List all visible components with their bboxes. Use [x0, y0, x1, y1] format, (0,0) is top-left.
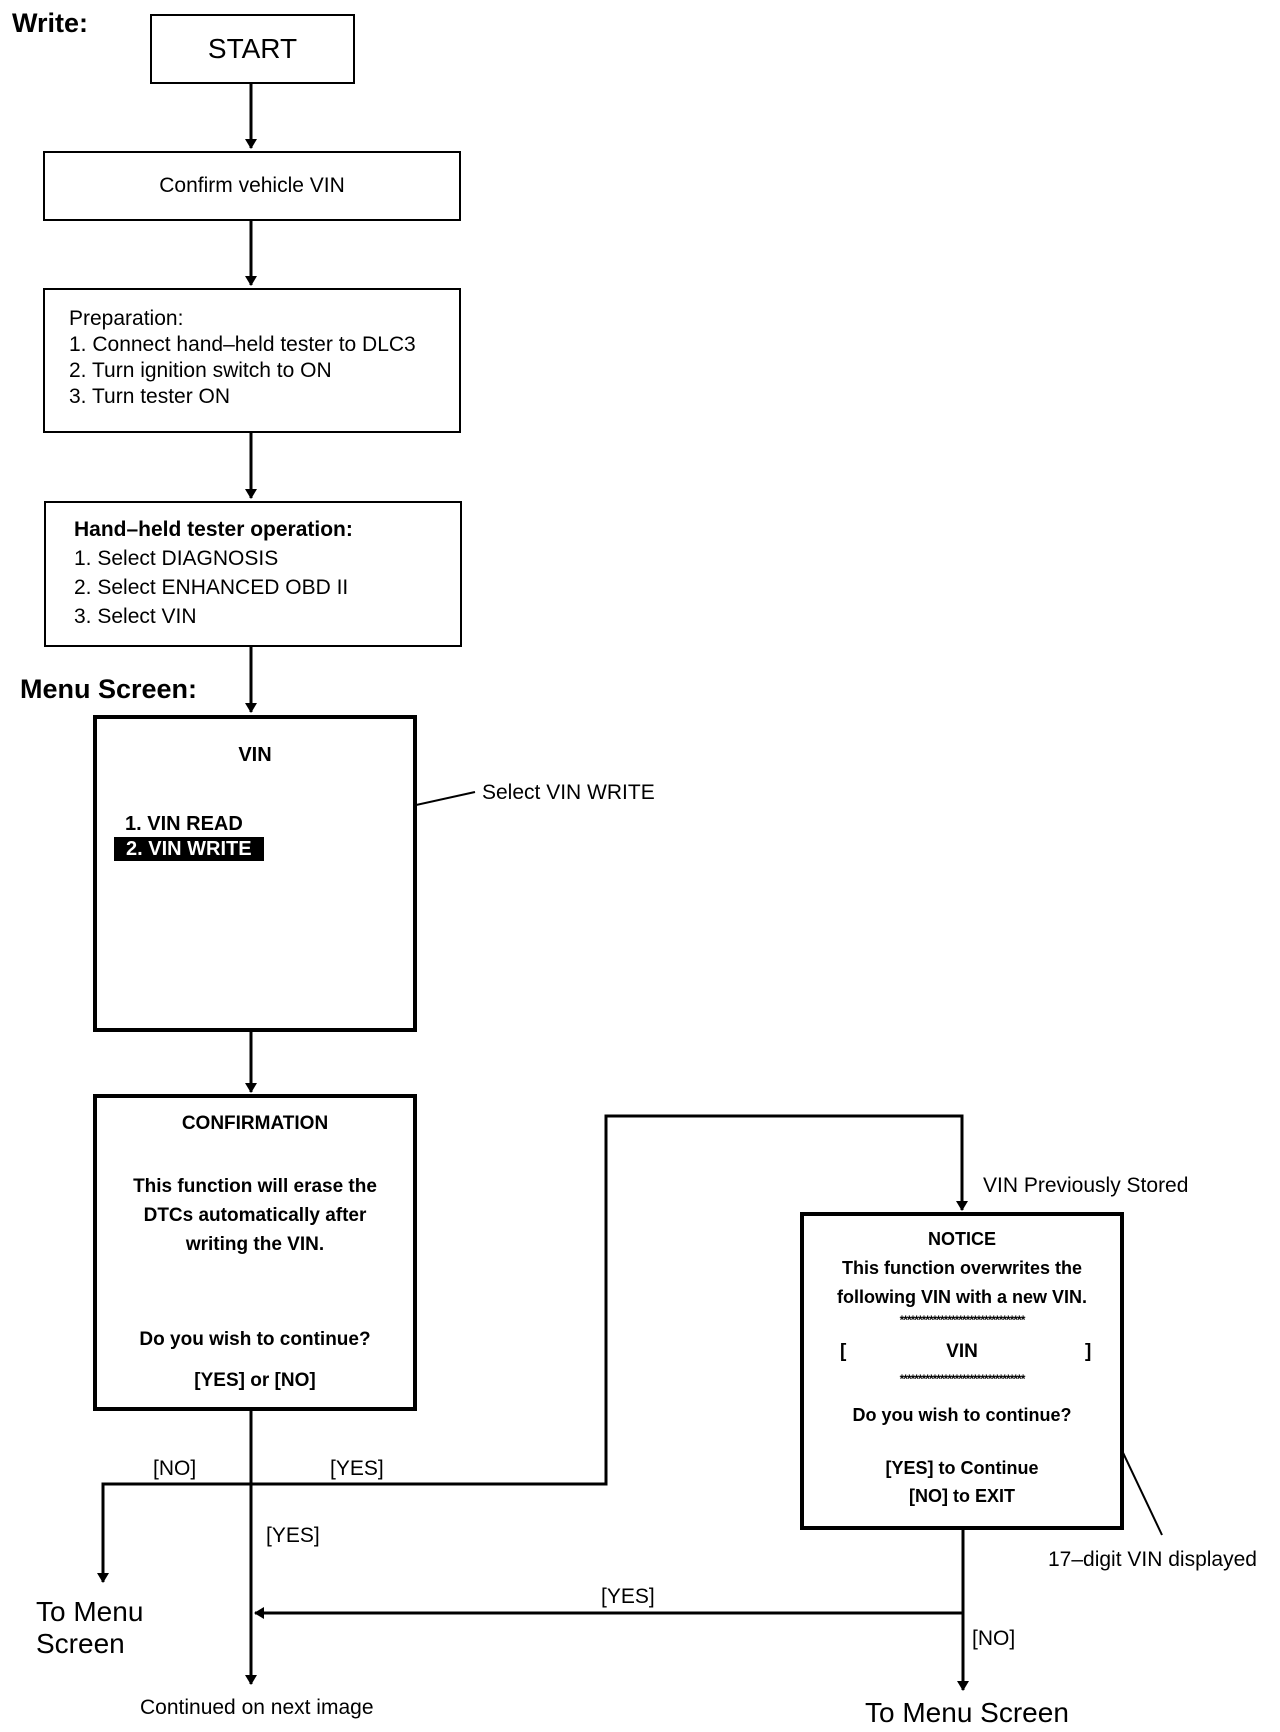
notice-bracket-close: ]: [1085, 1341, 1092, 1362]
endpoint-continued: Continued on next image: [140, 1696, 374, 1719]
confirm-vin-text: Confirm vehicle VIN: [159, 174, 345, 197]
confirmation-message-line: DTCs automatically after: [143, 1205, 367, 1226]
tester-operation-box: Hand–held tester operation: 1. Select DI…: [44, 501, 462, 647]
confirmation-message-line: This function will erase the: [133, 1176, 377, 1197]
tester-operation-item: 1. Select DIAGNOSIS: [74, 547, 279, 570]
confirmation-screen-box: CONFIRMATION This function will erase th…: [93, 1094, 417, 1411]
notice-bracket-open: [: [840, 1341, 847, 1362]
menu-item-vin-read: 1. VIN READ: [125, 813, 243, 835]
notice-message-line: following VIN with a new VIN.: [836, 1287, 1087, 1307]
tester-operation-item: 2. Select ENHANCED OBD II: [74, 576, 349, 599]
endpoint-to-menu-left-line: Screen: [36, 1628, 125, 1659]
label-no-exit: [NO]: [972, 1627, 1016, 1650]
notice-no-option: [NO] to EXIT: [909, 1486, 1015, 1506]
menu-screen-title: VIN: [238, 744, 272, 766]
preparation-box: Preparation: 1. Connect hand–held tester…: [43, 288, 461, 433]
tester-operation-title: Hand–held tester operation:: [74, 518, 353, 541]
menu-screen-label: Menu Screen:: [20, 674, 198, 704]
label-yes-branch: [YES]: [330, 1457, 384, 1480]
start-box: START: [150, 14, 355, 84]
endpoint-to-menu-right: To Menu Screen: [865, 1697, 1069, 1728]
start-text: START: [207, 33, 298, 64]
tester-operation-item: 3. Select VIN: [74, 605, 197, 628]
notice-screen-box: NOTICE This function overwrites the foll…: [800, 1212, 1124, 1530]
preparation-title: Preparation:: [69, 307, 184, 330]
endpoint-to-menu-left: To Menu Screen: [36, 1596, 143, 1660]
notice-question: Do you wish to continue?: [852, 1405, 1072, 1425]
confirmation-title: CONFIRMATION: [181, 1113, 329, 1134]
write-label: Write:: [12, 8, 89, 38]
confirmation-question: Do you wish to continue?: [139, 1329, 371, 1350]
confirm-vin-box: Confirm vehicle VIN: [43, 151, 461, 221]
preparation-item: 2. Turn ignition switch to ON: [69, 359, 332, 382]
menu-item-vin-write: 2. VIN WRITE: [114, 837, 264, 861]
confirmation-options: [YES] or [NO]: [194, 1370, 316, 1391]
notice-vin-label: VIN: [946, 1341, 978, 1362]
endpoint-to-menu-left-line: To Menu: [36, 1596, 144, 1627]
notice-stars-bottom: **********************************: [899, 1372, 1026, 1386]
preparation-item: 1. Connect hand–held tester to DLC3: [69, 333, 416, 356]
arrow-no-to-menu: [97, 1482, 251, 1583]
label-vin-previously-stored: VIN Previously Stored: [983, 1174, 1189, 1197]
confirmation-message-line: writing the VIN.: [185, 1234, 325, 1255]
label-yes-down: [YES]: [266, 1524, 320, 1547]
callout-select-vin-write: Select VIN WRITE: [482, 781, 655, 804]
notice-title: NOTICE: [927, 1229, 996, 1249]
arrow-yes-to-notice: [251, 1114, 968, 1486]
notice-yes-option: [YES] to Continue: [885, 1458, 1039, 1478]
menu-screen-box: VIN 1. VIN READ 2. VIN WRITE: [93, 715, 417, 1032]
notice-stars-top: **********************************: [899, 1313, 1026, 1327]
label-no-branch: [NO]: [153, 1457, 197, 1480]
preparation-item: 3. Turn tester ON: [69, 385, 231, 408]
callout-17-digit-vin: 17–digit VIN displayed: [1048, 1548, 1257, 1571]
label-yes-return: [YES]: [601, 1585, 655, 1608]
notice-message-line: This function overwrites the: [841, 1258, 1083, 1278]
